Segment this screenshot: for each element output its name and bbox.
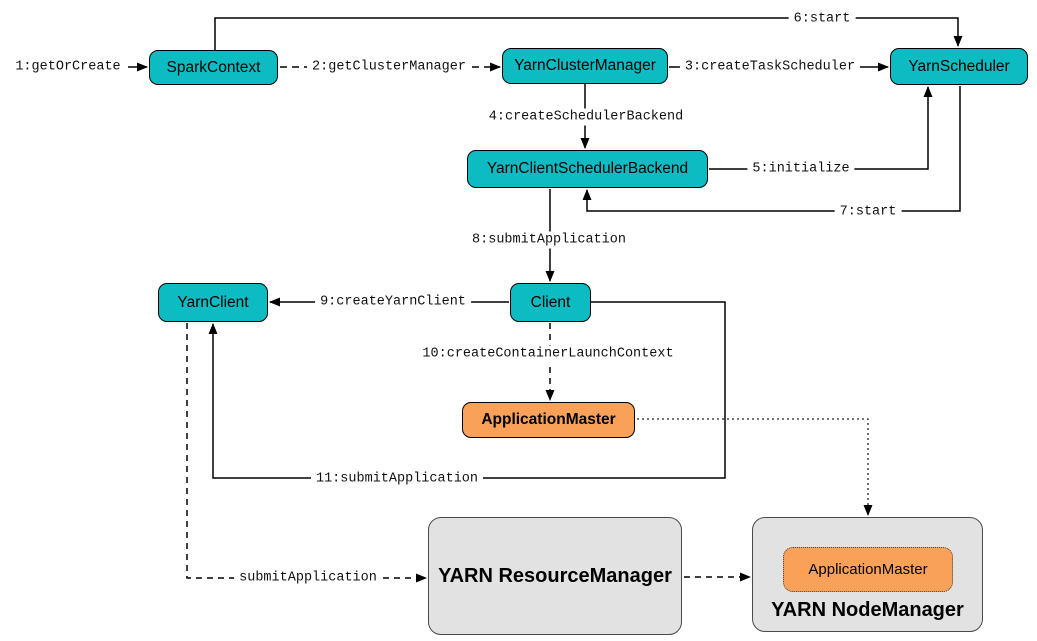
node-yarn-resourcemanager-label: YARN ResourceManager — [438, 564, 672, 587]
edge-7-start-line — [582, 86, 961, 212]
node-yarnclientschedulerbackend: YarnClientSchedulerBackend — [467, 150, 708, 188]
node-applicationmaster-label: ApplicationMaster — [481, 411, 616, 428]
node-yarnclient-label: YarnClient — [177, 293, 249, 311]
edge-label-2-getclustermanager: 2:getClusterManager — [307, 58, 471, 76]
edge-label-10-createcontainerlaunchcontext: 10:createContainerLaunchContext — [417, 345, 679, 363]
node-client-label: Client — [530, 293, 571, 311]
node-sparkcontext: SparkContext — [149, 50, 278, 85]
node-yarnclient: YarnClient — [158, 283, 268, 322]
edge-label-3-createtaskscheduler: 3:createTaskScheduler — [679, 58, 861, 76]
edge-label-9-createyarnclient: 9:createYarnClient — [315, 293, 471, 311]
edge-label-8-submitapplication: 8:submitApplication — [467, 231, 631, 249]
node-applicationmaster: ApplicationMaster — [462, 402, 635, 438]
edge-label-1-getorcreate: 1:getOrCreate — [10, 58, 126, 76]
edge-label-7-start: 7:start — [834, 203, 902, 221]
edge-label-submitapplication: submitApplication — [234, 569, 382, 587]
node-client: Client — [510, 283, 591, 322]
edge-6-start-line — [214, 17, 963, 50]
edge-submitapplication-line — [186, 323, 427, 583]
edge-11-submitapplication-line — [208, 301, 726, 479]
edge-label-6-start: 6:start — [788, 10, 856, 28]
node-yarn-resourcemanager: YARN ResourceManager — [428, 517, 682, 635]
node-yarn-nodemanager-label: YARN NodeManager — [771, 599, 964, 621]
node-sparkcontext-label: SparkContext — [166, 58, 261, 76]
node-yarnscheduler-label: YarnScheduler — [908, 57, 1010, 75]
edge-label-11-submitapplication: 11:submitApplication — [310, 470, 484, 488]
edge-label-4-createschedulerbackend: 4:createSchedulerBackend — [483, 108, 689, 126]
edge-label-5-initialize: 5:initialize — [747, 160, 855, 178]
node-yarnclustermanager-label: YarnClusterManager — [514, 57, 656, 74]
edge-5-initialize-line — [709, 86, 933, 170]
node-yarnscheduler: YarnScheduler — [890, 48, 1028, 85]
node-applicationmaster-in-nodemanager-label: ApplicationMaster — [808, 561, 928, 578]
node-yarnclientschedulerbackend-label: YarnClientSchedulerBackend — [486, 160, 689, 177]
edge-applicationmaster-to-nodemanager-line — [637, 418, 873, 516]
node-yarnclustermanager: YarnClusterManager — [502, 48, 668, 84]
node-applicationmaster-in-nodemanager: ApplicationMaster — [783, 547, 953, 592]
